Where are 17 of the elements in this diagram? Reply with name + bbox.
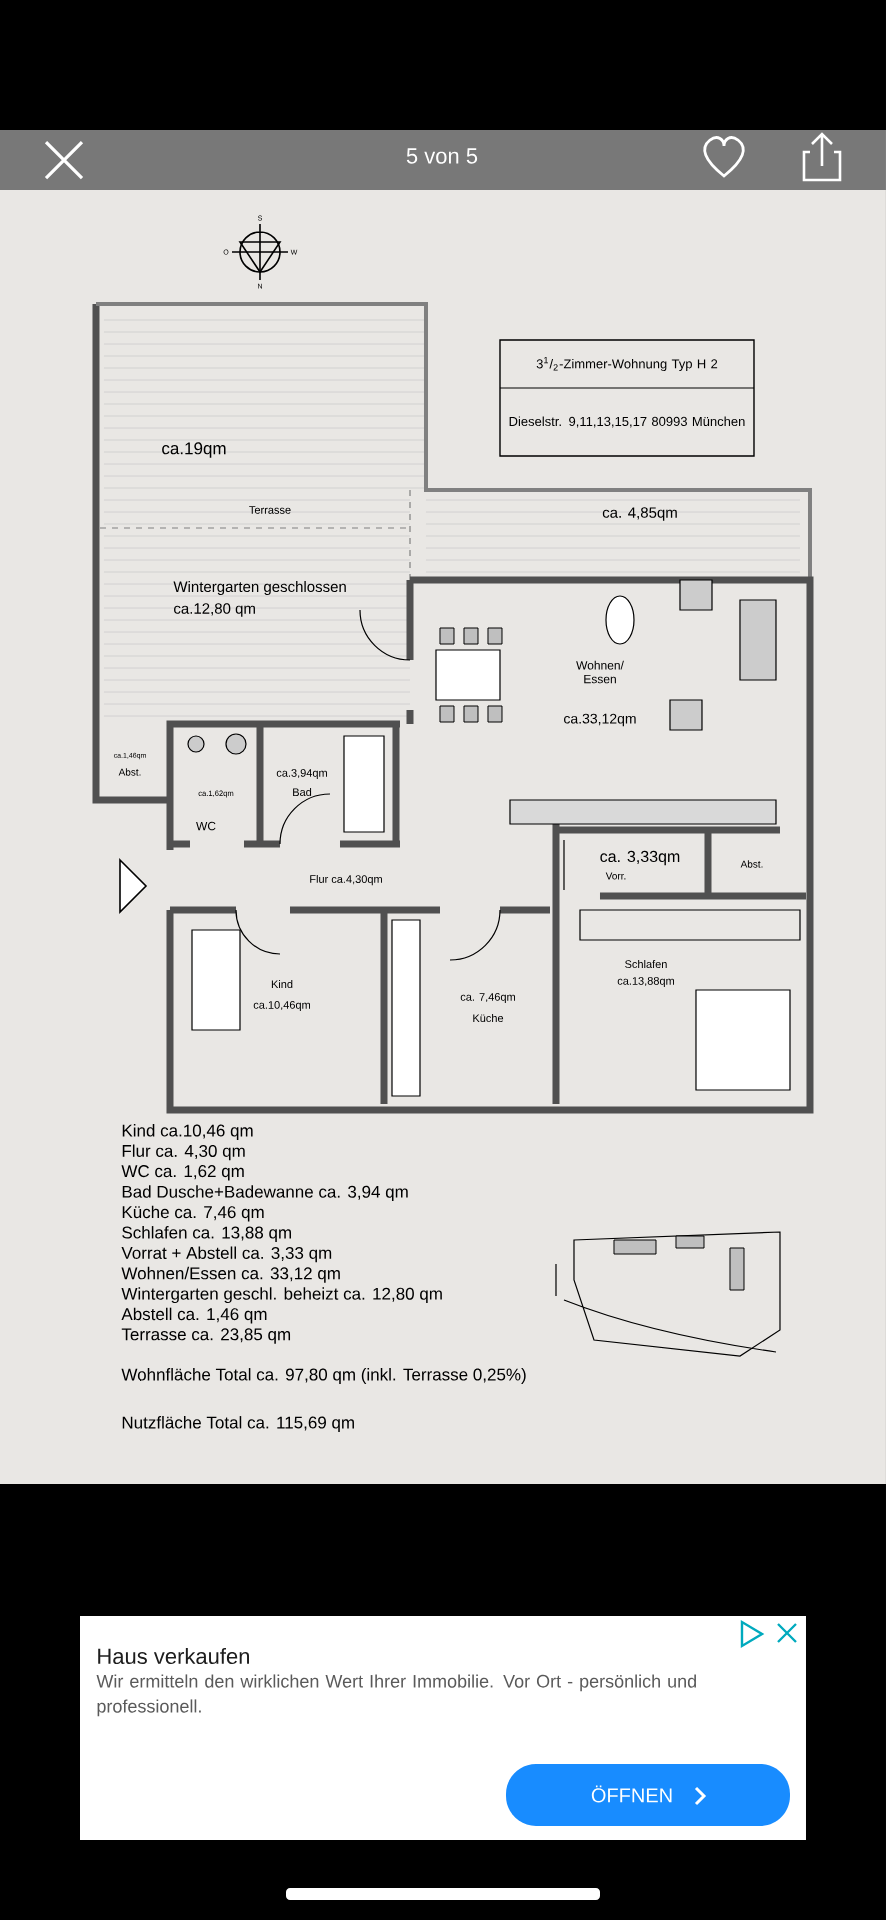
area-list-item: Kind ca.10,46 qm (122, 1124, 253, 1140)
area-list-item: Abstell ca. 1,46 qm (121, 1307, 267, 1324)
area-list-item: Terrasse ca. 23,85 qm (121, 1328, 291, 1344)
area-label: ca. 3,33qm (600, 850, 680, 866)
area-list-item: Küche ca. 7,46 qm (122, 1205, 264, 1222)
area-list-item: Flur ca. 4,30 qm (122, 1144, 245, 1161)
open-button: ÖFFNEN (506, 1764, 790, 1826)
total-area-text: Wohnfläche Total ca. 97,80 qm (inkl. Terrasse 0,25%) (121, 1368, 526, 1384)
area-list-item: Wohnen/Essen ca. 33,12 qm (121, 1266, 340, 1283)
area-list-item: Wintergarten geschl. beheizt ca. 12,80 qm (121, 1287, 442, 1304)
area-list-item: Schlafen ca. 13,88 qm (122, 1226, 291, 1242)
area-list-item: WC ca. 1,62 qm (121, 1165, 244, 1181)
total-area-text: Nutzfläche Total ca. 115,69 qm (122, 1416, 354, 1432)
area-label: ca.19qm (162, 442, 226, 458)
page-counter: 5 von 5 (406, 148, 478, 164)
area-list-item: Vorrat + Abstell ca. 3,33 qm (121, 1246, 332, 1263)
area-list-item: Bad Dusche+Badewanne ca. 3,94 qm (122, 1185, 408, 1202)
